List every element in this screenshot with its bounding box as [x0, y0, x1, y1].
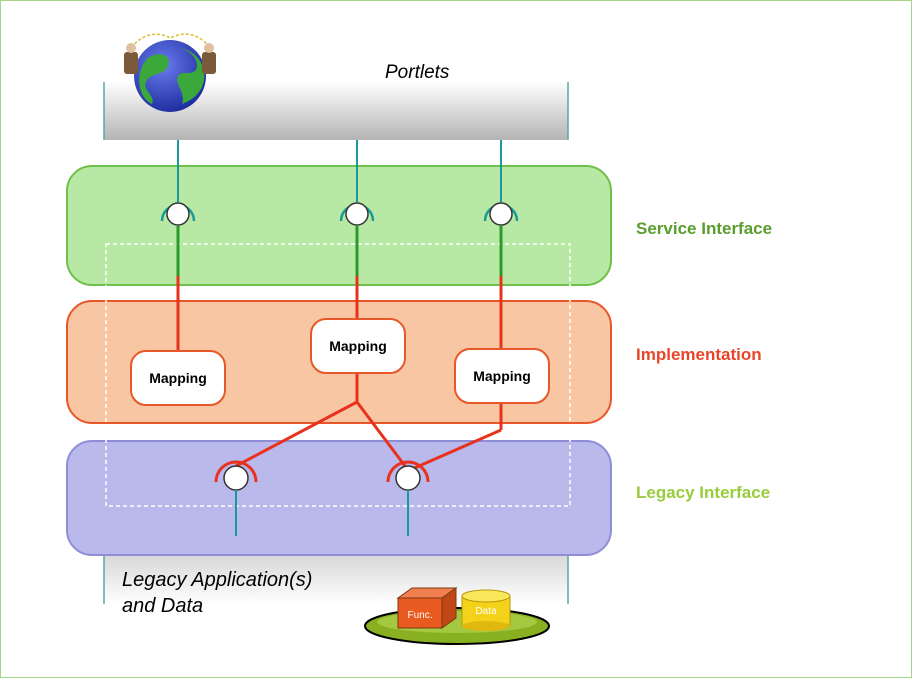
legacy-interface-label: Legacy Interface	[636, 483, 771, 502]
legacy-interface-layer	[66, 440, 612, 556]
service-interface-label: Service Interface	[636, 219, 773, 238]
legacy-socket-1	[214, 460, 258, 491]
mapping-box-right: Mapping	[454, 348, 550, 404]
legacy-app-line1: Legacy Application(s)	[122, 569, 313, 591]
func-label: Func.	[407, 610, 432, 621]
service-socket-3	[483, 202, 519, 226]
component-boundary	[105, 243, 571, 507]
globe-icon	[124, 33, 216, 112]
legacy-app-title: Legacy Application(s) and Data	[122, 567, 312, 619]
data-label: Data	[475, 606, 497, 617]
service-interface-layer	[66, 165, 612, 286]
legacy-app-line2: and Data	[122, 595, 204, 617]
mapping-label: Mapping	[149, 370, 207, 386]
mapping-label: Mapping	[473, 368, 531, 384]
mapping-box-left: Mapping	[130, 350, 226, 406]
implementation-label: Implementation	[636, 345, 762, 364]
service-socket-2	[339, 202, 375, 226]
mapping-label: Mapping	[329, 338, 387, 354]
mapping-box-center: Mapping	[310, 318, 406, 374]
portlets-title: Portlets	[385, 62, 450, 83]
service-socket-1	[160, 202, 196, 226]
legacy-socket-2	[386, 460, 430, 491]
